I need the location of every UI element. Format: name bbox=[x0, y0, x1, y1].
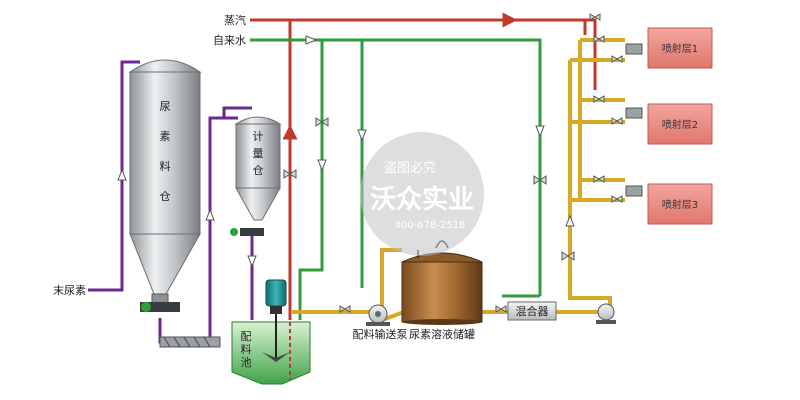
storage-tank bbox=[401, 240, 483, 325]
steam-valve-icon bbox=[589, 13, 601, 21]
urea-powder-input-label: 末尿素 bbox=[53, 283, 86, 297]
mixing-tank bbox=[231, 279, 311, 385]
pool-char-2: 料 bbox=[241, 342, 252, 356]
silo-char-2: 素 bbox=[160, 130, 171, 143]
steam-valve-icon bbox=[283, 169, 297, 179]
urea-silo bbox=[128, 59, 202, 312]
transfer-pump-label: 配料输送泵 bbox=[353, 327, 408, 341]
layer-valves[interactable] bbox=[593, 35, 643, 203]
watermark: 盗图必究 沃众实业 400-678-2518 bbox=[360, 132, 484, 256]
agitator-icon bbox=[262, 352, 290, 362]
steam-input-label: 蒸汽 bbox=[224, 13, 246, 27]
valves[interactable] bbox=[283, 13, 601, 313]
watermark-phone: 400-678-2518 bbox=[395, 220, 466, 231]
bin-char-2: 量 bbox=[253, 147, 264, 160]
watermark-line2: 沃众实业 bbox=[370, 184, 474, 215]
motor-icon bbox=[265, 279, 287, 307]
transfer-pump[interactable] bbox=[366, 304, 390, 326]
metering-bin bbox=[230, 116, 282, 236]
valve-green-icon[interactable] bbox=[230, 228, 238, 236]
steam-pipes bbox=[250, 18, 597, 320]
solution-valve-icon bbox=[561, 251, 575, 261]
silo-char-3: 料 bbox=[160, 159, 171, 173]
pool-char-1: 配 bbox=[241, 330, 252, 343]
water-valve-icon bbox=[533, 175, 547, 185]
injection-layer-1-label: 喷射层1 bbox=[662, 43, 698, 55]
injection-layer-1: 喷射层1 bbox=[647, 27, 713, 69]
silo-char-1: 尿 bbox=[160, 100, 171, 113]
silo-char-4: 仓 bbox=[160, 189, 171, 203]
pool-char-3: 池 bbox=[241, 356, 252, 369]
bin-char-3: 仓 bbox=[253, 163, 264, 177]
watermark-line1: 盗图必究 bbox=[384, 160, 436, 176]
injection-layer-2: 喷射层2 bbox=[647, 103, 713, 145]
tap-water-input-label: 自来水 bbox=[213, 34, 246, 47]
water-pipes bbox=[250, 38, 542, 320]
pipe-valve-icon bbox=[339, 305, 351, 313]
injection-layer-2-label: 喷射层2 bbox=[662, 119, 698, 131]
booster-pump[interactable] bbox=[596, 303, 616, 324]
injection-layer-3: 喷射层3 bbox=[647, 183, 713, 225]
storage-tank-label: 尿素溶液储罐 bbox=[409, 327, 475, 341]
conveyor-threads bbox=[163, 336, 211, 348]
valve-green-icon[interactable] bbox=[141, 302, 151, 312]
mixer bbox=[507, 301, 557, 321]
mixer-label: 混合器 bbox=[516, 304, 549, 318]
water-valve-icon bbox=[315, 117, 329, 127]
bin-char-1: 计 bbox=[253, 130, 264, 143]
pipe-valve-icon bbox=[495, 305, 507, 313]
flow-arrows bbox=[117, 35, 575, 268]
injection-layer-3-label: 喷射层3 bbox=[662, 199, 698, 211]
